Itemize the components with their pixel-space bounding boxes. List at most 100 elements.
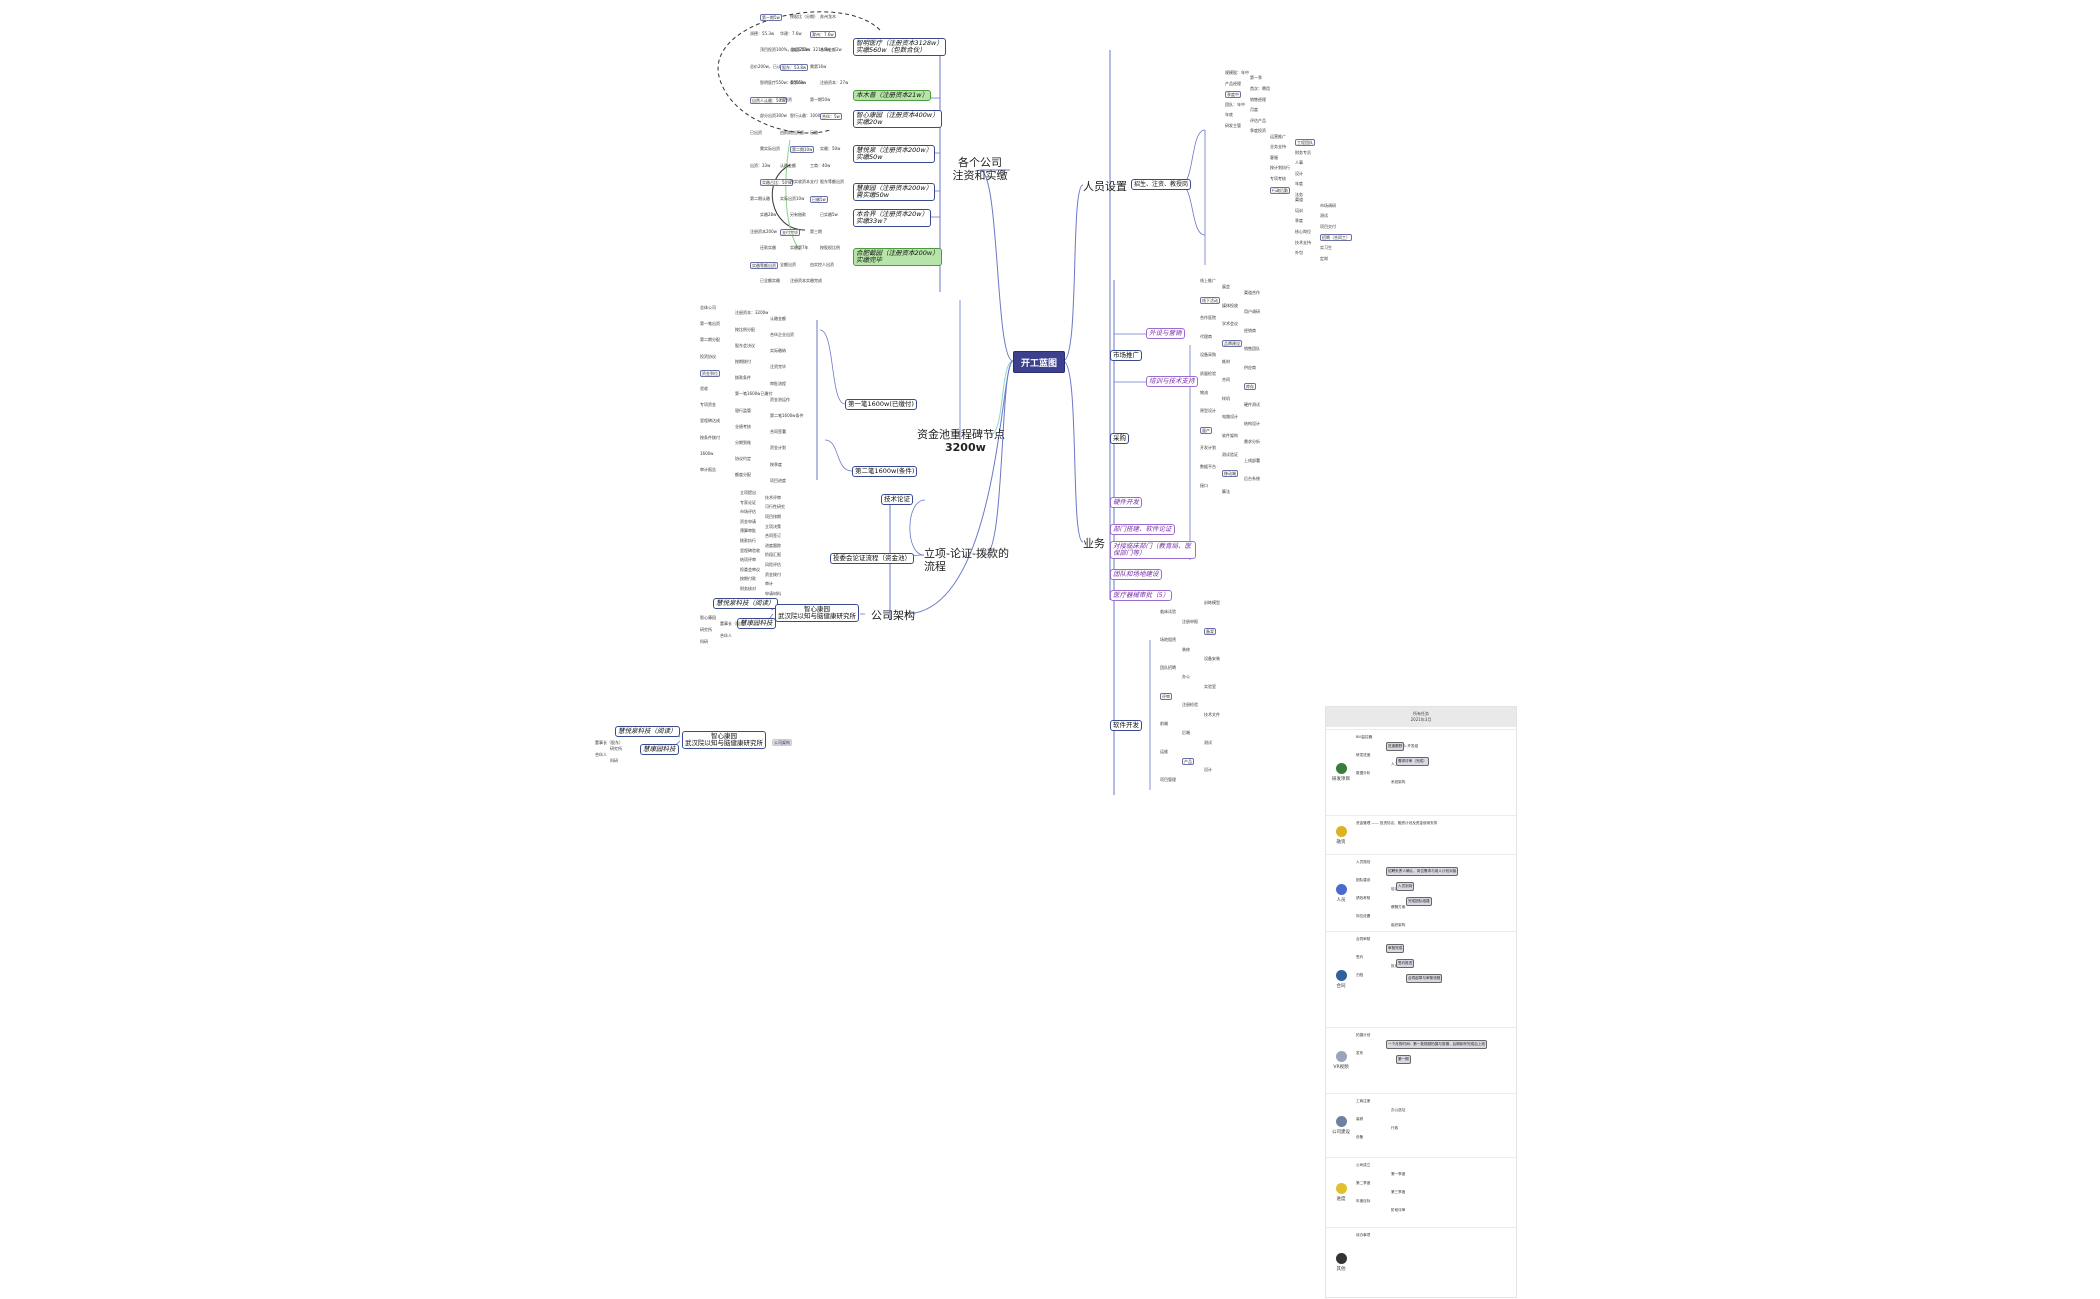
- business-leaf[interactable]: 备案: [1204, 627, 1216, 635]
- company-node[interactable]: 慧康园（注册资本200w） 需实缴50w: [853, 183, 936, 201]
- business-node[interactable]: 软件开发: [1110, 720, 1142, 731]
- company-node[interactable]: 智明医疗（注册资本3128w） 实缴560w（包数合伙）: [853, 38, 946, 56]
- structure-copy-left-2[interactable]: 慧康园科技: [640, 744, 679, 755]
- business-leaf: 接口: [1200, 482, 1208, 488]
- business-node[interactable]: 采购: [1110, 433, 1129, 444]
- branch-business[interactable]: 业务: [1083, 537, 1105, 550]
- business-node[interactable]: 硬件开发: [1110, 497, 1142, 508]
- panel-task-box[interactable]: 第一期: [1396, 1055, 1411, 1064]
- panel-task-box[interactable]: 合同起草与审核流程: [1406, 974, 1443, 983]
- structure-copy-left-1[interactable]: 慧悦泉科技（阅读）: [615, 726, 680, 737]
- structure-left-1[interactable]: 慧悦泉科技（阅读）: [713, 598, 778, 609]
- company-node[interactable]: 慧悦泉（注册资本200w） 实缴50w: [853, 145, 936, 163]
- business-leaf: 后端: [1182, 730, 1190, 736]
- project-leaf: 立项决策: [765, 523, 781, 529]
- company-leaf: 顶目投资100%，收回250w: [760, 47, 811, 52]
- business-leaf: 上线部署: [1244, 457, 1260, 463]
- project-leaf: 合同签订: [765, 533, 781, 539]
- panel-task-box[interactable]: 进度跟踪: [1386, 742, 1405, 751]
- fund-leaf: 按期拨付: [735, 359, 751, 364]
- panel-row-icon[interactable]: VR视频: [1329, 1051, 1353, 1070]
- business-leaf[interactable]: 库存: [1244, 383, 1256, 391]
- panel-row-icon[interactable]: 融资: [1329, 825, 1353, 845]
- root-node[interactable]: 开工蓝图: [1013, 351, 1065, 373]
- personnel-leaf[interactable]: 工程团队: [1295, 138, 1315, 146]
- branch-company-structure[interactable]: 公司架构: [871, 609, 915, 622]
- project-committee-node[interactable]: 投委会论证流程（资金池）: [830, 553, 914, 564]
- personnel-leaf[interactable]: 行政后勤: [1270, 186, 1290, 194]
- panel-row-icon[interactable]: 公司建设: [1329, 1116, 1353, 1135]
- personnel-leaf: 首次：聘用: [1250, 85, 1270, 91]
- business-node[interactable]: 培训与技术支持: [1146, 376, 1198, 387]
- fund-leaf[interactable]: 资金到位: [700, 369, 720, 377]
- branch-fund-pool[interactable]: 资金池重程碑节点: [917, 428, 1005, 441]
- panel-row-icon[interactable]: 进度: [1329, 1183, 1353, 1202]
- branch-project-process[interactable]: 立项-论证-拨款的 流程: [924, 547, 1009, 573]
- company-leaf: 出资：33w: [750, 162, 771, 168]
- panel-task-text: 数据分析: [1356, 771, 1371, 775]
- fund-leaf: 第二笔1600w条件: [770, 413, 804, 418]
- company-node[interactable]: 本合界（注册资本20w） 实缴33w？: [853, 209, 932, 227]
- personnel-leaf[interactable]: 季度中: [1225, 91, 1241, 99]
- company-node[interactable]: 本木普（注册资本21w）: [853, 90, 932, 101]
- business-node[interactable]: 团队和场地建设: [1110, 569, 1162, 580]
- structure-leaf: 智心康园: [700, 615, 716, 620]
- panel-task-box[interactable]: 招聘负责人确认，岗位需求与用人计划对接: [1386, 867, 1459, 876]
- company-leaf: 由实控人出资: [810, 261, 834, 267]
- panel-row-icon[interactable]: 人员: [1329, 883, 1353, 903]
- panel-row-icon[interactable]: 合同: [1329, 970, 1353, 989]
- business-node[interactable]: 对接临床部门（教育局、医保部门等）: [1110, 541, 1196, 559]
- company-node[interactable]: 合肥截园（注册资本200w） 实缴完毕: [853, 248, 942, 266]
- project-leaf: 财务核对: [740, 586, 756, 591]
- business-leaf: 学术会议: [1222, 321, 1238, 327]
- company-node[interactable]: 智心康园（注册资本400w） 实缴20w: [853, 110, 942, 128]
- company-leaf[interactable]: 支付完毕: [780, 228, 800, 236]
- business-leaf[interactable]: 线下活动: [1200, 296, 1220, 304]
- company-leaf: 部分出资300w: [760, 113, 787, 118]
- panel-row-icon[interactable]: 研发项目: [1329, 763, 1353, 782]
- business-leaf[interactable]: 评审: [1160, 693, 1172, 700]
- business-node[interactable]: 部门搭建、软件论证: [1110, 524, 1175, 535]
- company-leaf[interactable]: 第一期5w: [760, 14, 782, 21]
- company-leaf[interactable]: 合伙：5w: [820, 113, 842, 120]
- company-leaf[interactable]: 实缴占比：50%: [760, 179, 793, 186]
- company-leaf: 已全额实缴: [760, 278, 780, 283]
- project-tech-node[interactable]: 技术论证: [881, 494, 913, 505]
- personnel-leaf: 客服: [1270, 154, 1278, 160]
- personnel-sub-node[interactable]: 招生、注资、教授岗: [1131, 179, 1192, 190]
- project-leaf: 项目排期: [765, 514, 781, 519]
- panel-task-box[interactable]: 审核完成: [1386, 944, 1405, 953]
- branch-personnel[interactable]: 人员设置: [1083, 180, 1127, 193]
- project-leaf: 里程碑验收: [740, 547, 760, 553]
- company-leaf[interactable]: 股东：53.8w: [780, 63, 809, 71]
- fund-first-node[interactable]: 第一笔1600w(已缴付): [845, 399, 917, 410]
- business-leaf[interactable]: 移动端: [1222, 470, 1238, 478]
- panel-task-box[interactable]: 需求评审（完成）: [1396, 757, 1429, 766]
- business-node[interactable]: 外设与营销: [1146, 328, 1185, 339]
- panel-task-box[interactable]: 一个月的时间：第一批视频拍摄与剪辑，后期制作完成后上线: [1386, 1040, 1488, 1049]
- panel-row-icon[interactable]: 其他: [1329, 1253, 1353, 1272]
- business-node[interactable]: 市场推广: [1110, 350, 1142, 361]
- panel-task-box[interactable]: 人员到岗: [1396, 882, 1415, 891]
- company-leaf[interactable]: 自然人认缴：50%: [750, 96, 787, 104]
- fund-second-node[interactable]: 第二笔1600w(条件): [852, 466, 918, 477]
- personnel-leaf[interactable]: 招聘（合同工）: [1320, 234, 1352, 242]
- company-leaf[interactable]: 实缴等额出资: [750, 261, 778, 269]
- business-leaf[interactable]: 产品: [1182, 758, 1194, 766]
- structure-left-2[interactable]: 慧康园科技: [737, 618, 776, 629]
- business-node[interactable]: 医疗器械审批（5）: [1110, 590, 1173, 601]
- panel-task-box[interactable]: 签约推进: [1396, 959, 1415, 968]
- company-leaf[interactable]: 第二期10w: [790, 146, 815, 153]
- project-leaf: 市场评估: [740, 509, 756, 515]
- company-leaf[interactable]: 滁州：7.6w: [810, 30, 836, 38]
- business-leaf[interactable]: 量产: [1200, 426, 1212, 434]
- panel-task-box[interactable]: 完成团队组建: [1406, 897, 1432, 906]
- business-leaf[interactable]: 品牌建设: [1222, 340, 1242, 347]
- company-leaf[interactable]: 已缴5w: [810, 195, 828, 203]
- panel-task-text: 办公选址: [1391, 1108, 1406, 1112]
- company-leaf: 智行认缴：1000w: [790, 113, 824, 118]
- connector-line: [904, 360, 1014, 615]
- structure-copy-center[interactable]: 智心康园 武汉院以知与脑健康研究所: [682, 731, 766, 749]
- structure-center[interactable]: 智心康园 武汉院以知与脑健康研究所: [775, 604, 859, 622]
- branch-company-capital[interactable]: 各个公司 注资和实缴: [952, 156, 1008, 182]
